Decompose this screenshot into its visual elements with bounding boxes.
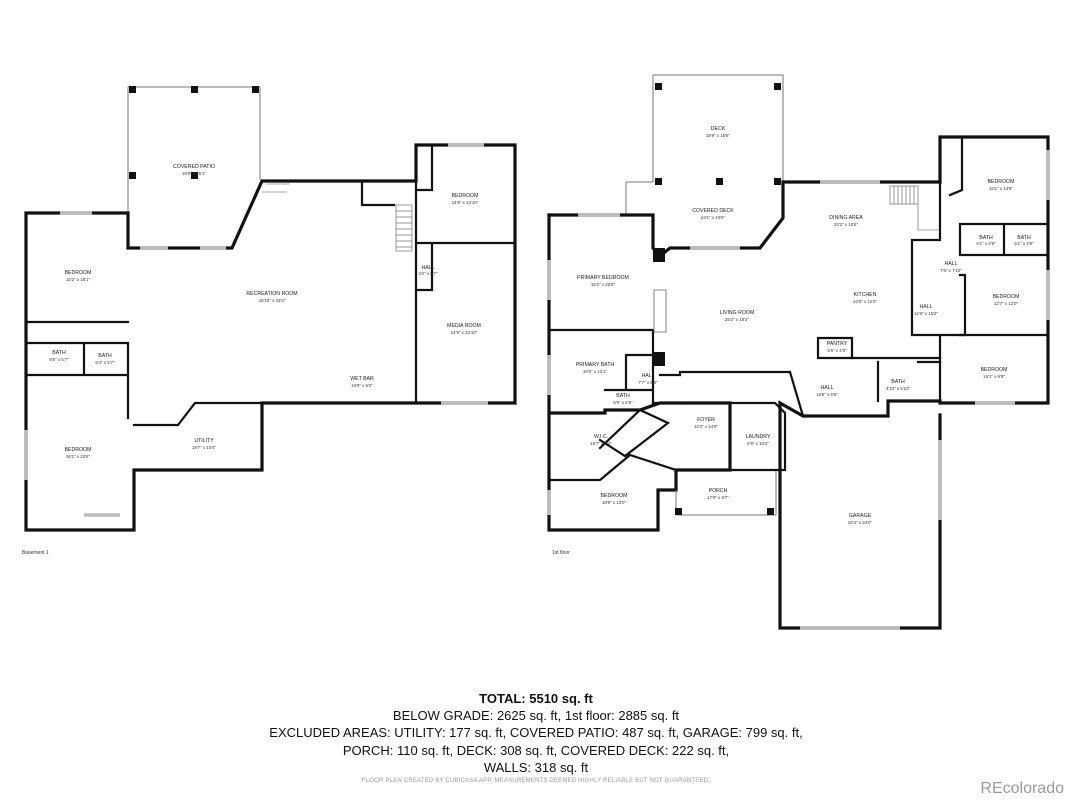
- room-name: BATH: [979, 235, 993, 241]
- room-dims: 17'9" x 6'7": [707, 495, 729, 500]
- room-name: GARAGE: [849, 513, 872, 519]
- area-summary: TOTAL: 5510 sq. ft BELOW GRADE: 2625 sq.…: [0, 690, 1072, 776]
- room-dims: 14'9" x 12'2": [853, 299, 878, 304]
- room-name: PRIMARY BEDROOM: [577, 275, 629, 281]
- room-name: HALL: [945, 261, 958, 267]
- room-dims: 15'2" x 20'8": [591, 282, 616, 287]
- room-name: BEDROOM: [452, 193, 479, 199]
- room-dims: 10'6" x 12'1": [583, 369, 608, 374]
- room-name: W.I.C.: [594, 434, 608, 440]
- floor-label: 1st floor: [552, 550, 570, 556]
- room-dims: 16'1" x 9'8": [983, 374, 1005, 379]
- room-name: WET BAR: [350, 376, 374, 382]
- room-name: BATH: [98, 353, 112, 359]
- room-name: PORCH: [709, 488, 728, 494]
- room-name: DECK: [711, 126, 726, 132]
- floor-plan-drawing: COVERED PATIO 19'9" x 25'1" BEDROOM 15'2…: [22, 74, 1050, 630]
- room-name: FOYER: [697, 417, 715, 423]
- room-name: BEDROOM: [981, 367, 1008, 373]
- room-dims: 16'1" x 23'6": [66, 454, 91, 459]
- room-dims: 23'2" x 10'6": [834, 222, 859, 227]
- room-dims: 25'2" x 18'2": [725, 317, 750, 322]
- room-name: LIVING ROOM: [720, 310, 755, 316]
- room-dims: 7'7" x 6'3": [638, 380, 658, 385]
- room-dims: 16'1" x 14'9": [989, 186, 1014, 191]
- room-dims: 5'9" x 5'8": [613, 400, 633, 405]
- room-dims: 24'4" x 34'0": [848, 520, 873, 525]
- room-dims: 18'7" x 8'4": [590, 441, 612, 446]
- room-dims: 8'6" x 5'7": [49, 357, 69, 362]
- basement-plan: [24, 86, 517, 532]
- room-dims: 4'10" x 5'10": [886, 386, 911, 391]
- room-name: RECREATION ROOM: [246, 291, 297, 297]
- room-name: LAUNDRY: [746, 434, 771, 440]
- room-name: HALL: [642, 373, 655, 379]
- room-dims: 18'9" x 13'0": [602, 500, 627, 505]
- room-name: HALL: [422, 265, 435, 271]
- room-name: COVERED DECK: [692, 208, 734, 214]
- room-name: BEDROOM: [601, 493, 628, 499]
- room-name: PANTRY: [827, 341, 848, 347]
- room-name: BATH: [1017, 235, 1031, 241]
- room-dims: 24'1" x 10'6": [701, 215, 726, 220]
- room-name: BEDROOM: [993, 294, 1020, 300]
- room-name: BEDROOM: [65, 447, 92, 453]
- room-dims: 14'3" x 14'9": [694, 424, 719, 429]
- room-name: UTILITY: [194, 438, 214, 444]
- room-name: KITCHEN: [854, 292, 877, 298]
- room-name: BATH: [52, 350, 66, 356]
- floor-label: Basement 1: [22, 550, 49, 556]
- total-area: TOTAL: 5510 sq. ft: [479, 691, 593, 706]
- watermark-logo: REcolorado: [980, 780, 1064, 797]
- room-dims: 3'2" x 6'7": [418, 271, 438, 276]
- room-dims: 12'6" x 15'2": [914, 311, 939, 316]
- room-dims: 19'7" x 10'4": [192, 445, 217, 450]
- room-name: BATH: [616, 393, 630, 399]
- room-dims: 12'7" x 12'0": [994, 301, 1019, 306]
- room-name: BATH: [891, 379, 905, 385]
- room-dims: 15'2" x 18'1": [66, 277, 91, 282]
- room-dims: 6'1" x 4'9": [976, 241, 996, 246]
- summary-line: WALLS: 318 sq. ft: [483, 759, 589, 775]
- room-dims: 16'9" x 6'3": [351, 383, 373, 388]
- room-dims: 8'9" x 10'4": [747, 441, 769, 446]
- disclaimer: FLOOR PLAN CREATED BY CUBICASA APP. MEAS…: [361, 778, 711, 784]
- room-name: DINING AREA: [829, 215, 863, 221]
- room-dims: 5'6" x 4'0": [827, 348, 847, 353]
- room-name: PRIMARY BATH: [576, 362, 615, 368]
- summary-line: EXCLUDED AREAS: UTILITY: 177 sq. ft, COV…: [269, 725, 803, 741]
- room-dims: 7'6" x 7'10": [940, 268, 962, 273]
- room-dims: 14'9" x 14'10": [452, 200, 479, 205]
- room-dims: 14'9" x 23'10": [451, 330, 478, 335]
- room-dims: 43'10" x 33'3": [259, 298, 286, 303]
- room-name: BEDROOM: [65, 270, 92, 276]
- room-dims: 19'9" x 25'1": [182, 171, 207, 176]
- summary-line: BELOW GRADE: 2625 sq. ft, 1st floor: 288…: [392, 708, 680, 724]
- room-dims: 6'4" x 5'7": [95, 360, 115, 365]
- summary-line: PORCH: 110 sq. ft, DECK: 308 sq. ft, COV…: [342, 742, 730, 758]
- room-name: BEDROOM: [988, 179, 1015, 185]
- room-dims: 6'1" x 4'9": [1014, 241, 1034, 246]
- room-name: COVERED PATIO: [173, 164, 215, 170]
- room-name: HALL: [920, 304, 933, 310]
- room-name: MEDIA ROOM: [447, 323, 481, 329]
- room-dims: 16'8" x 6'8": [816, 392, 838, 397]
- first-floor-plan: [547, 74, 1050, 630]
- room-name: HALL: [821, 385, 834, 391]
- room-dims: 19'9" x 15'6": [706, 133, 731, 138]
- room-labels: COVERED PATIO 19'9" x 25'1" BEDROOM 15'2…: [22, 126, 1034, 556]
